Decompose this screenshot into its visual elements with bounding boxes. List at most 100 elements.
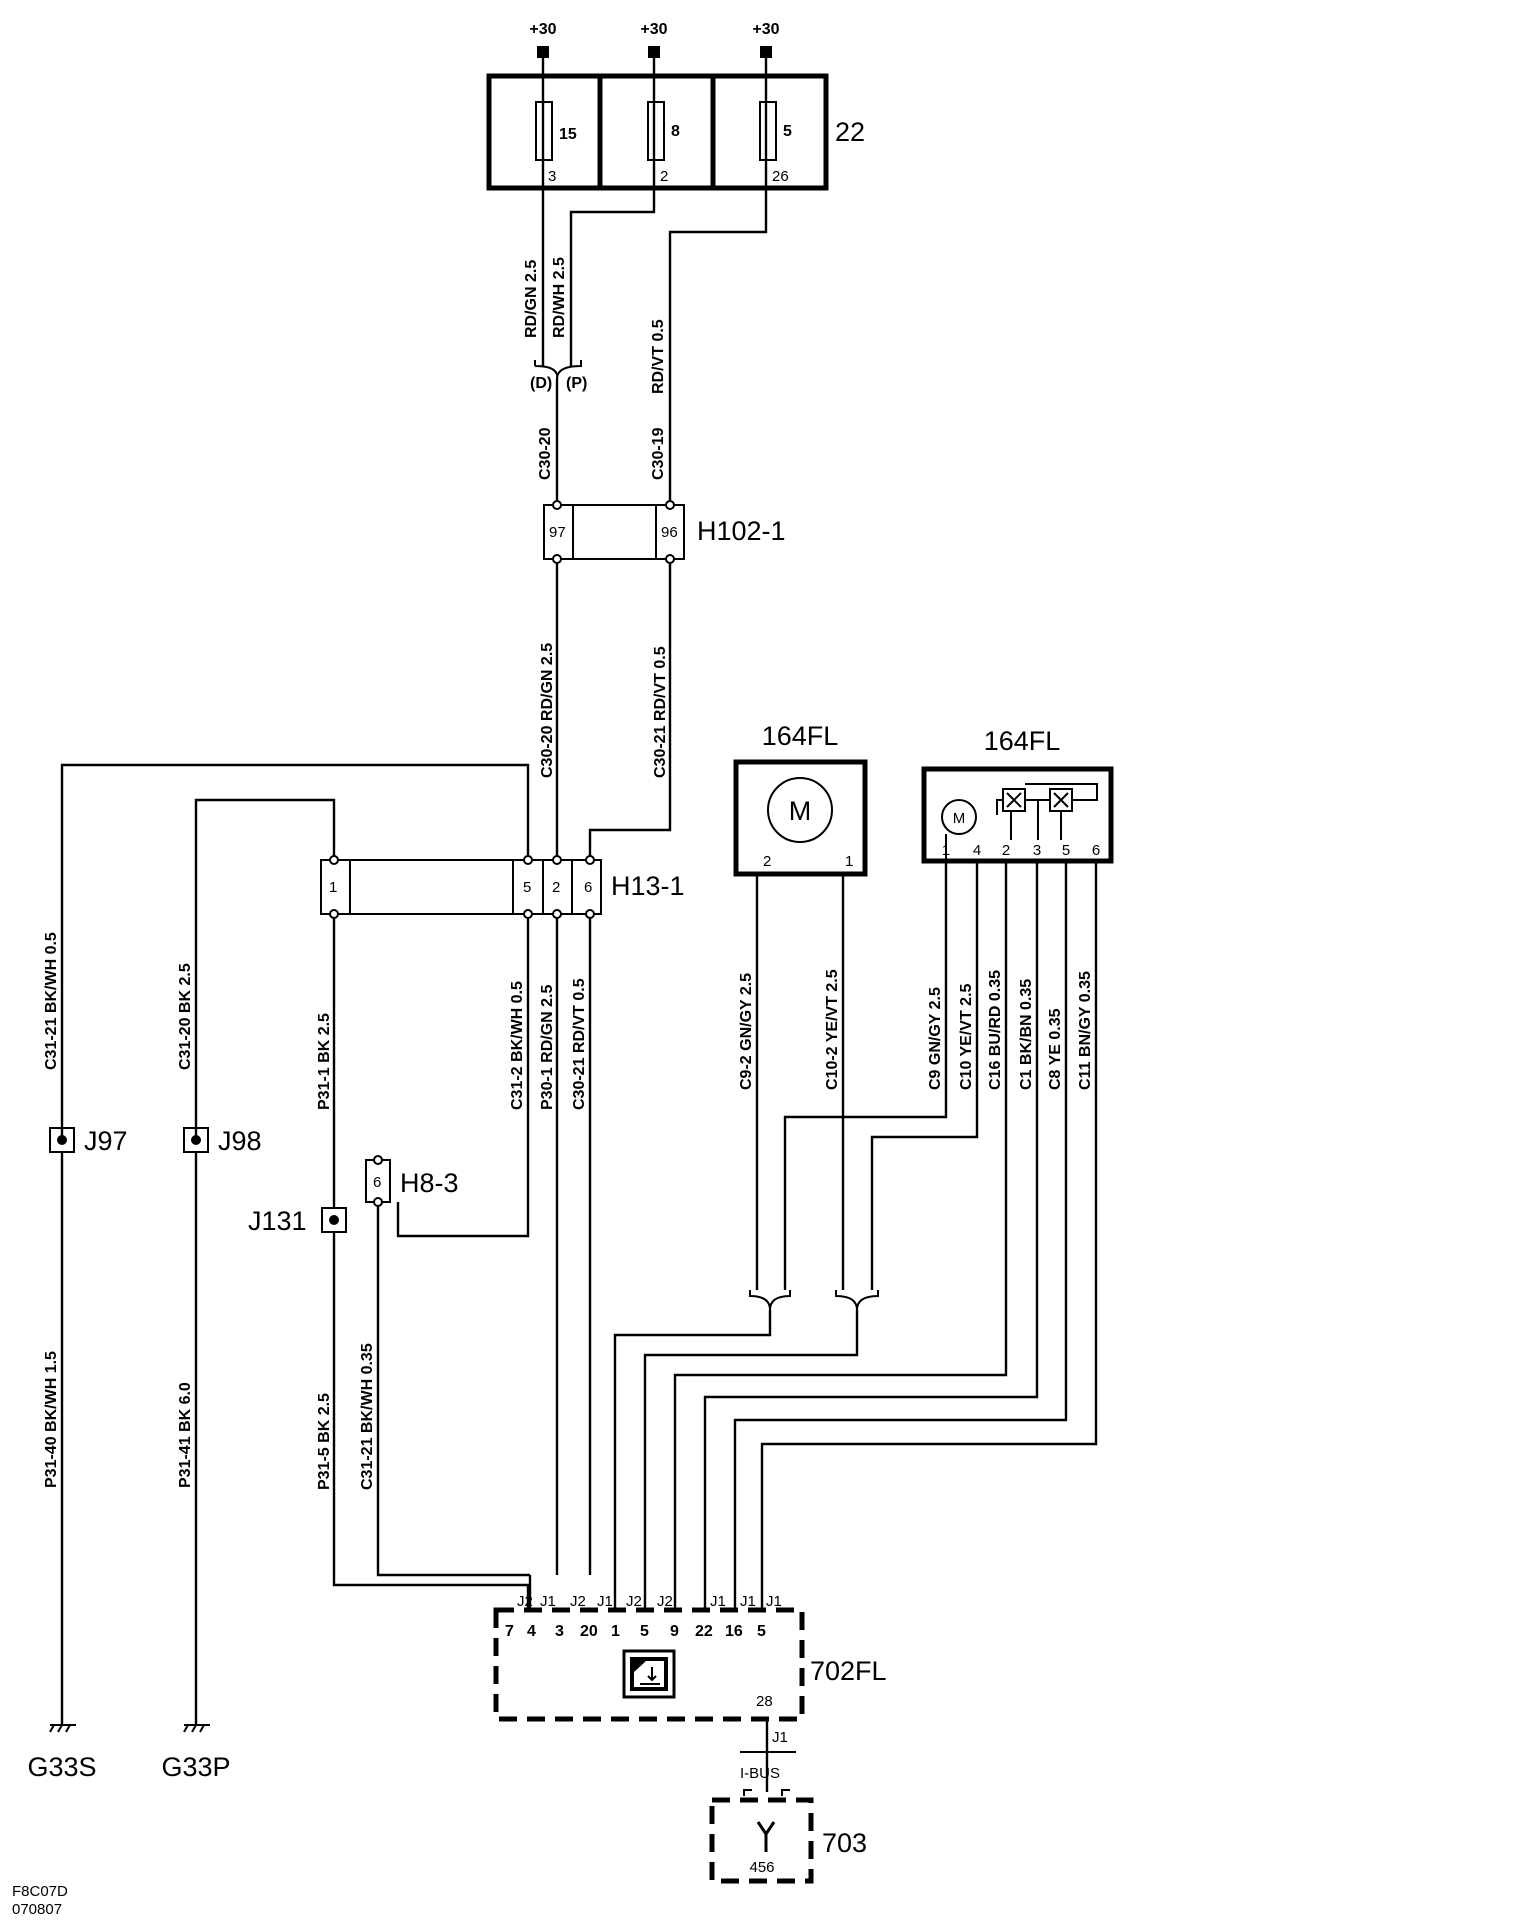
module-pin-22: 22: [695, 1623, 713, 1640]
fuse-label-5: 5: [783, 123, 792, 140]
module-702fl: 702FL J2 J1 J2 J1 J2 J2 J1 J1 J1 7 4 3 2…: [493, 1593, 887, 1722]
footer-code-2: 070807: [12, 1901, 62, 1918]
wire-j98-top: C31-20 BK 2.5: [177, 963, 194, 1070]
motor-164fl-2: 164FL M 1 4 2 3 5 6: [921, 726, 1114, 864]
footer-code-1: F8C07D: [12, 1883, 68, 1900]
wire-c9-2: C9-2 GN/GY 2.5: [738, 973, 755, 1090]
wire-j98-bot: P31-41 BK 6.0: [177, 1382, 194, 1488]
motor2-pin-3: 3: [1033, 842, 1041, 859]
motor2-symbol-label: M: [953, 810, 966, 827]
wire-j97-bot: P31-40 BK/WH 1.5: [43, 1351, 60, 1488]
h8-id: H8-3: [400, 1168, 459, 1198]
module-conn-5: J2: [626, 1593, 642, 1610]
module-conn-4: J1: [597, 1593, 613, 1610]
wire-p31-1: P31-1 BK 2.5: [316, 1013, 333, 1110]
wire-top-rdvt: RD/VT 0.5: [650, 319, 667, 394]
wire-mid-rdvt: C30-21 RD/VT 0.5: [652, 646, 669, 778]
h13-pin-6: 6: [584, 879, 592, 896]
wire-c31-2: C31-2 BK/WH 0.5: [509, 981, 526, 1110]
antenna-icon: [756, 1821, 776, 1852]
supply-label-2: +30: [640, 21, 667, 38]
fuse-8: [647, 101, 665, 161]
connector-h8-3: 6 H8-3: [365, 1155, 459, 1207]
junction-j97: J97: [84, 1126, 128, 1156]
motor2-pin-4: 4: [973, 842, 981, 859]
h13-pin-2: 2: [552, 879, 560, 896]
motor1-pin-2: 2: [763, 853, 771, 870]
ground-g33s: G33S: [27, 1752, 96, 1782]
ground-symbol-g33p: [183, 1724, 210, 1733]
wire-c10-2: C10-2 YE/VT 2.5: [824, 969, 841, 1090]
h13-pin-5: 5: [523, 879, 531, 896]
h102-pin-96: 96: [661, 524, 678, 541]
motor1-symbol: [767, 777, 833, 843]
module-conn-1: J2: [517, 1593, 533, 1610]
h102-pin-97: 97: [549, 524, 566, 541]
module-pin-20: 20: [580, 1623, 598, 1640]
wire-top-rdwh: RD/WH 2.5: [551, 257, 568, 338]
supply-terminals: +30 +30 +30: [529, 21, 780, 58]
fuse-label-15: 15: [559, 126, 577, 143]
ground-branch: C31-21 BK/WH 0.5 C31-20 BK 2.5 J97 J98 P…: [27, 932, 261, 1782]
module-pin-1: 1: [611, 1623, 620, 1640]
module-pin-4: 4: [527, 1623, 536, 1640]
wire-c10: C10 YE/VT 2.5: [958, 983, 975, 1090]
supply-label-1: +30: [529, 21, 556, 38]
module-pin-5a: 5: [640, 1623, 649, 1640]
wire-c30-21: C30-21 RD/VT 0.5: [571, 978, 588, 1110]
wire-mid-rdgn: C30-20 RD/GN 2.5: [539, 643, 556, 778]
node703-id: 703: [822, 1828, 867, 1858]
ground-g33p: G33P: [161, 1752, 230, 1782]
bus-connector: J1: [772, 1729, 788, 1746]
motor2-pin-1: 1: [942, 842, 950, 859]
junction-j131: J131: [248, 1206, 347, 1236]
supply-label-3: +30: [752, 21, 779, 38]
fuse-5: [759, 101, 777, 161]
wire-c1: C1 BK/BN 0.35: [1018, 979, 1035, 1090]
wire-c8: C8 YE 0.35: [1047, 1008, 1064, 1090]
module-conn-7: J1: [710, 1593, 726, 1610]
module-conn-6: J2: [657, 1593, 673, 1610]
motor2-pin-2: 2: [1002, 842, 1010, 859]
fuse-pin-2: 2: [660, 168, 668, 185]
motor2-pin-5: 5: [1062, 842, 1070, 859]
node-703: 456 703: [709, 1789, 867, 1884]
module-pin-16: 16: [725, 1623, 743, 1640]
node703-pin: 456: [749, 1859, 774, 1876]
module-conn-8: J1: [740, 1593, 756, 1610]
motor1-id: 164FL: [762, 721, 839, 751]
module-conn-3: J2: [570, 1593, 586, 1610]
wire-p31-5: P31-5 BK 2.5: [316, 1393, 333, 1490]
ground-symbol-g33s: [49, 1724, 76, 1733]
connector-h102-1: 97 96 H102-1: [543, 500, 786, 564]
door-module-icon: [622, 1649, 676, 1699]
motor2-pin-6: 6: [1092, 842, 1100, 859]
wire-j97-top: C31-21 BK/WH 0.5: [43, 932, 60, 1070]
module-pin-9: 9: [670, 1623, 679, 1640]
h102-id: H102-1: [697, 516, 786, 546]
wire-p30-1: P30-1 RD/GN 2.5: [539, 985, 556, 1110]
conn-c30-19: C30-19: [650, 427, 667, 480]
bus-label: I-BUS: [740, 1765, 780, 1782]
module-bus-pin: 28: [756, 1693, 773, 1710]
wire-c11: C11 BN/GY 0.35: [1077, 971, 1094, 1090]
h8-pin-6: 6: [373, 1174, 381, 1191]
module-conn-2: J1: [540, 1593, 556, 1610]
conn-c30-20: C30-20: [537, 427, 554, 480]
fusebox-id: 22: [835, 117, 865, 147]
module-pin-3: 3: [555, 1623, 564, 1640]
module-pin-5b: 5: [757, 1623, 766, 1640]
fusebox-22: 15 8 5 3 2 26 22: [486, 73, 865, 191]
module-conn-9: J1: [766, 1593, 782, 1610]
split-p: (P): [566, 375, 587, 392]
fuse-pin-3: 3: [548, 168, 556, 185]
motor1-pin-1: 1: [845, 853, 853, 870]
fuse-pin-26: 26: [772, 168, 789, 185]
h13-id: H13-1: [611, 871, 685, 901]
motor2-symbol: [941, 799, 977, 835]
motor-164fl-1: 164FL M 2 1: [733, 721, 868, 877]
module-pin-7: 7: [505, 1623, 514, 1640]
wire-c16: C16 BU/RD 0.35: [987, 970, 1004, 1090]
